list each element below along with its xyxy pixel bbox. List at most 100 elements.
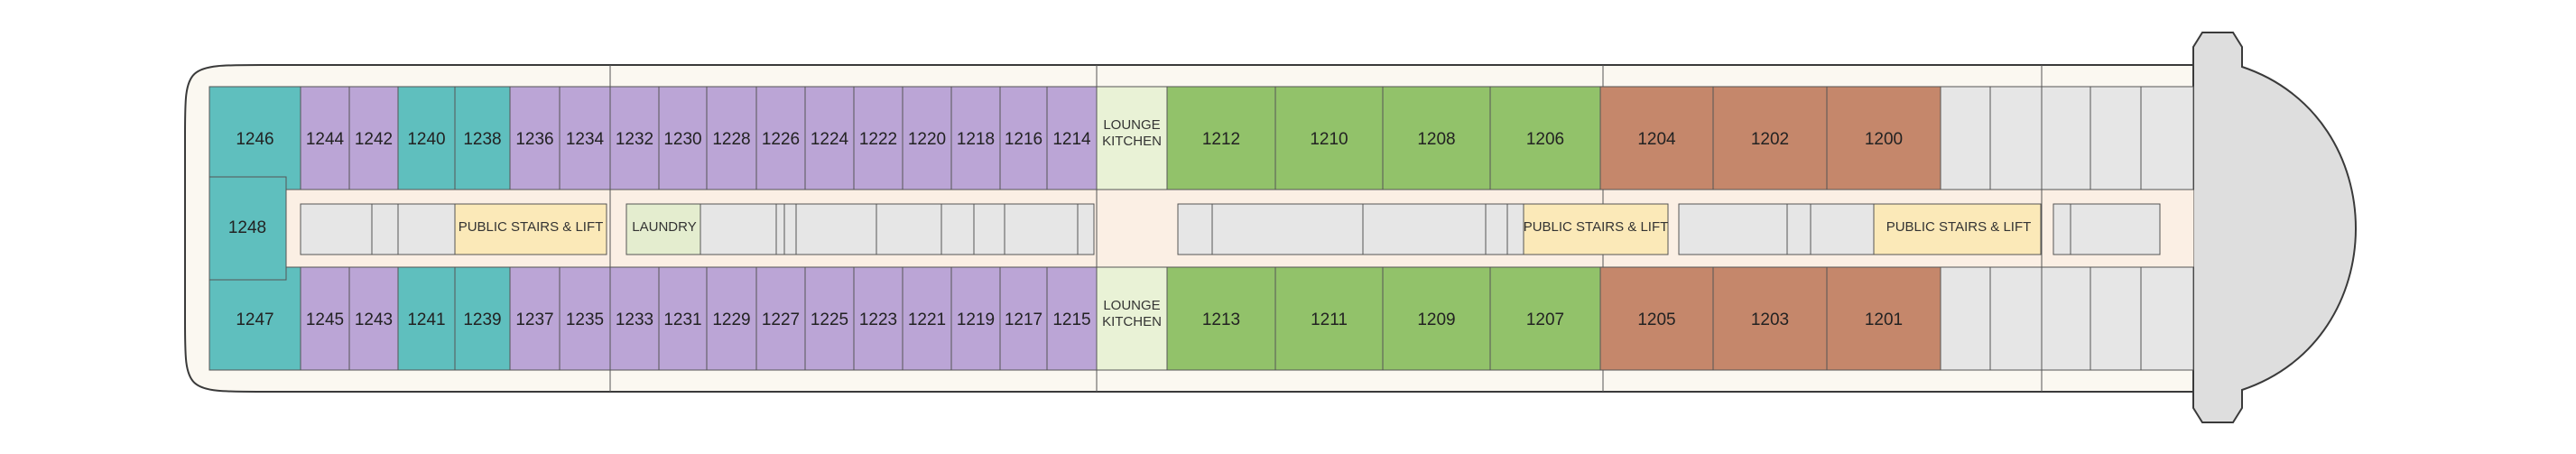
cabin-1208-label: 1208	[1417, 130, 1455, 149]
public-stairs-lift-label-3: PUBLIC STAIRS & LIFT	[1886, 219, 2032, 235]
service-room	[1506, 203, 1524, 255]
service-room	[2070, 203, 2161, 255]
lounge-kitchen-bottom-line2: KITCHEN	[1102, 314, 1162, 329]
cabin-1231-label: 1231	[663, 310, 701, 329]
cabin-1226	[755, 86, 806, 190]
cabin-1222-label: 1222	[859, 130, 897, 149]
cabin-1225-label: 1225	[811, 310, 848, 329]
public-stairs-lift-3	[1873, 203, 2042, 255]
service-room	[1077, 203, 1095, 255]
cabin-1248	[208, 176, 287, 281]
cabin-1213	[1166, 266, 1276, 371]
laundry	[625, 203, 701, 255]
service-room	[1989, 86, 2043, 190]
cabin-1215-label: 1215	[1052, 310, 1090, 329]
rooms	[208, 86, 2194, 371]
cabin-1226-label: 1226	[762, 130, 800, 149]
cabin-1219	[950, 266, 1001, 371]
cabin-1214	[1046, 86, 1098, 190]
cabin-1245-label: 1245	[306, 310, 344, 329]
cabin-1230-label: 1230	[663, 130, 701, 149]
cabin-1236-label: 1236	[515, 130, 553, 149]
cabin-1205	[1599, 266, 1714, 371]
lounge-kitchen-top_row	[1096, 86, 1168, 190]
room-labels: LOUNGE KITCHEN LOUNGE KITCHEN PUBLIC STA…	[228, 117, 2031, 329]
cabin-1243	[348, 266, 399, 371]
cabin-1202-label: 1202	[1751, 130, 1789, 149]
cabin-1228-label: 1228	[712, 130, 750, 149]
cabin-1243-label: 1243	[355, 310, 393, 329]
cabin-1200-label: 1200	[1865, 130, 1903, 149]
service-room	[2140, 266, 2194, 371]
cabin-1238-label: 1238	[463, 130, 501, 149]
cabin-1223-label: 1223	[859, 310, 897, 329]
service-room	[397, 203, 456, 255]
cabin-1234-label: 1234	[566, 130, 605, 149]
cabin-1225	[804, 266, 855, 371]
cabin-1246	[208, 86, 301, 190]
service-room	[2041, 86, 2091, 190]
cabin-1224-label: 1224	[811, 130, 849, 149]
service-room	[1989, 266, 2043, 371]
service-room	[371, 203, 399, 255]
service-room	[1810, 203, 1875, 255]
service-room	[1940, 266, 1991, 371]
cabin-1242	[348, 86, 399, 190]
cabin-1217-label: 1217	[1005, 310, 1042, 329]
cabin-1246-label: 1246	[236, 130, 273, 149]
service-room	[2090, 266, 2142, 371]
cabin-1208	[1382, 86, 1491, 190]
service-room	[1485, 203, 1508, 255]
service-room	[941, 203, 975, 255]
public-stairs-lift-1	[454, 203, 607, 255]
cabin-1206-label: 1206	[1526, 130, 1564, 149]
service-room	[775, 203, 785, 255]
cabin-1244	[300, 86, 350, 190]
laundry-label: LAUNDRY	[632, 219, 696, 235]
cabin-1211-label: 1211	[1311, 310, 1348, 329]
cabin-1211	[1274, 266, 1384, 371]
cabin-1222	[853, 86, 903, 190]
cabin-1204	[1599, 86, 1714, 190]
cabin-1238	[454, 86, 511, 190]
cabin-1233	[609, 266, 660, 371]
cabin-1240-label: 1240	[407, 130, 445, 149]
cabin-1206	[1489, 86, 1601, 190]
service-room	[700, 203, 777, 255]
cabin-1232-label: 1232	[616, 130, 653, 149]
service-room	[2052, 203, 2071, 255]
cabin-1240	[397, 86, 456, 190]
cabin-1244-label: 1244	[306, 130, 345, 149]
service-room	[1786, 203, 1812, 255]
cabin-1218-label: 1218	[957, 130, 995, 149]
cabin-1209	[1382, 266, 1491, 371]
cabin-1203-label: 1203	[1751, 310, 1789, 329]
service-room	[300, 203, 373, 255]
cabin-1245	[300, 266, 350, 371]
cabin-1219-label: 1219	[957, 310, 995, 329]
service-room	[2041, 266, 2091, 371]
cabin-1207	[1489, 266, 1601, 371]
cabin-1215	[1046, 266, 1098, 371]
cabin-1210-label: 1210	[1310, 130, 1348, 149]
cabin-1220	[902, 86, 952, 190]
service-room	[1004, 203, 1079, 255]
cabin-1218	[950, 86, 1001, 190]
cabin-1207-label: 1207	[1526, 310, 1564, 329]
cabin-1227	[755, 266, 806, 371]
cabin-1201-label: 1201	[1865, 310, 1903, 329]
service-room	[783, 203, 797, 255]
cabin-1220-label: 1220	[908, 130, 946, 149]
cabin-1233-label: 1233	[616, 310, 653, 329]
service-room	[2090, 86, 2142, 190]
cabin-1210	[1274, 86, 1384, 190]
service-room	[1211, 203, 1364, 255]
service-room	[1362, 203, 1487, 255]
service-room	[1678, 203, 1788, 255]
lounge-kitchen-top-line2: KITCHEN	[1102, 134, 1162, 149]
cabin-1216	[999, 86, 1048, 190]
cabin-1205-label: 1205	[1637, 310, 1675, 329]
service-room	[2140, 86, 2194, 190]
cabin-1213-label: 1213	[1202, 310, 1240, 329]
